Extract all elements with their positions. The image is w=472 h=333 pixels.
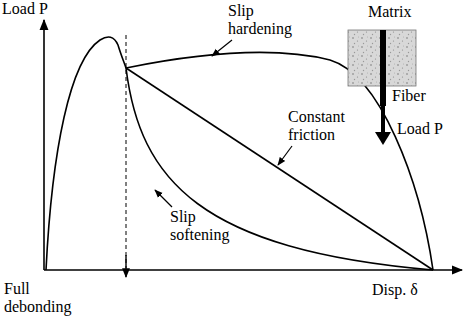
load-arrowhead xyxy=(375,132,391,145)
leader xyxy=(212,40,232,56)
part-label: Fiber xyxy=(392,87,452,105)
curve-label: Slip hardening xyxy=(228,2,308,38)
rising-curve xyxy=(46,37,126,270)
leader xyxy=(155,190,172,207)
friction-line xyxy=(126,68,433,270)
debond-arrow xyxy=(125,255,126,277)
x-axis xyxy=(44,269,462,271)
load-label: Load P xyxy=(397,120,467,138)
leader xyxy=(278,146,292,165)
curve-label: Constant friction xyxy=(288,108,368,144)
part-label: Matrix xyxy=(368,3,438,21)
fiber xyxy=(380,30,386,106)
load-arrow xyxy=(381,106,385,136)
curve-label: Slip softening xyxy=(170,208,240,244)
axis-label: Load P xyxy=(2,0,72,18)
axis-label: Disp. δ xyxy=(372,281,452,299)
softening-curve xyxy=(126,68,433,270)
event-label: Full debonding xyxy=(4,280,88,316)
y-axis xyxy=(43,20,45,270)
